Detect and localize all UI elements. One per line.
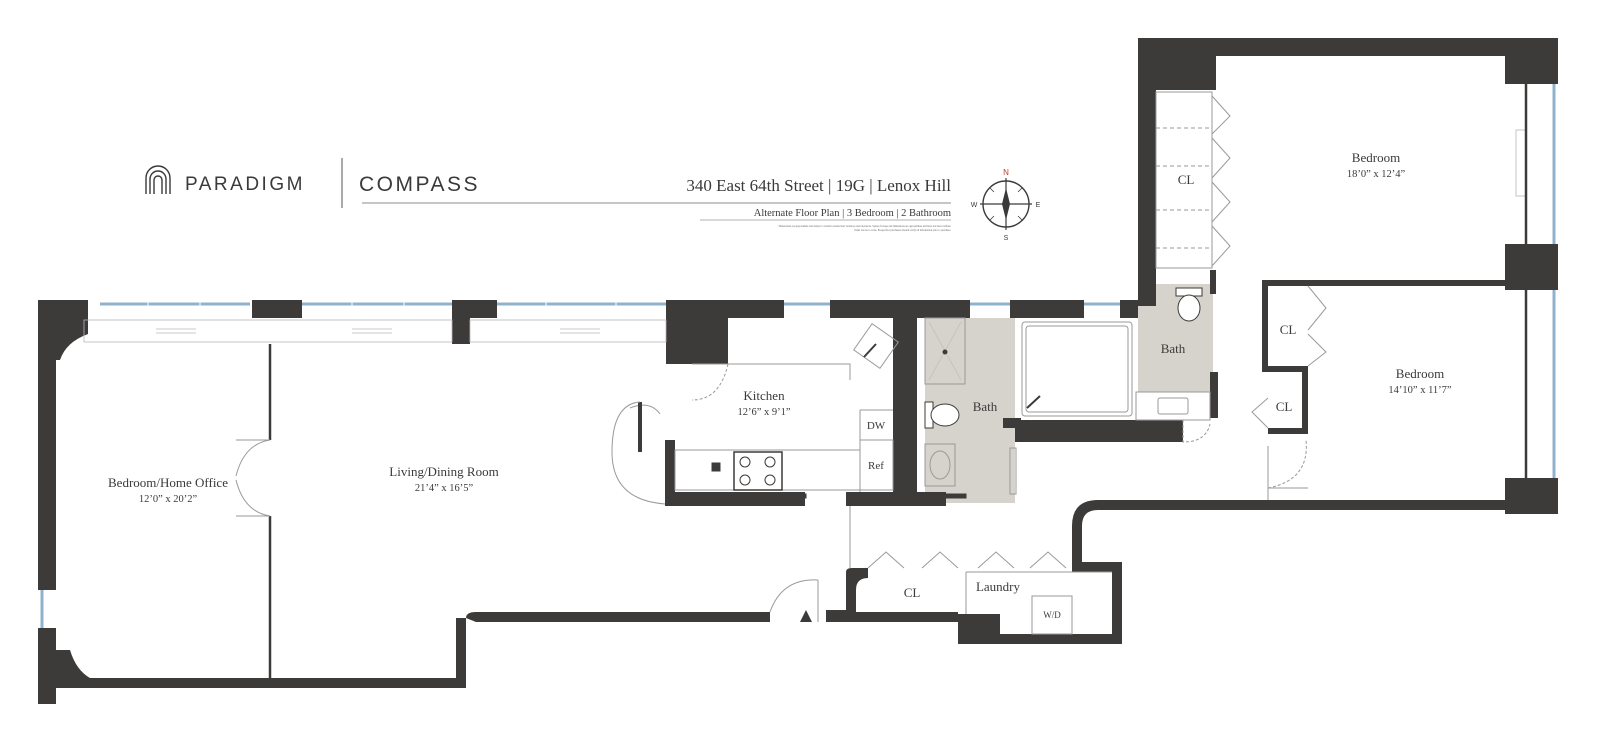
closet-hall-label: CL — [904, 585, 921, 600]
kitchen-fixtures — [674, 343, 967, 499]
washer-dryer-label: W/D — [1043, 610, 1061, 620]
compass-north: N — [1003, 168, 1009, 177]
closet-bedroom2-b-label: CL — [1276, 399, 1293, 414]
window-mullions — [147, 302, 617, 306]
room-bedroom1-name: Bedroom — [1352, 150, 1400, 165]
walls — [38, 38, 1558, 704]
thin-walls — [268, 84, 1528, 678]
room-bedroom2-dim: 14’10” x 11’7” — [1388, 385, 1452, 396]
refrigerator-label: Ref — [868, 460, 884, 472]
room-living-dim: 21’4” x 16’5” — [415, 483, 474, 494]
compass-south: S — [1004, 235, 1009, 242]
toilets — [924, 287, 1203, 429]
room-bedroom-office-name: Bedroom/Home Office — [108, 475, 228, 490]
paradigm-wordmark: PARADIGM — [185, 174, 305, 195]
office-doors — [235, 439, 271, 517]
disclaimer-line-2: Plans are not to scale. Prospective purc… — [855, 229, 952, 232]
room-living-name: Living/Dining Room — [389, 464, 498, 479]
paradigm-logo: PARADIGM — [145, 165, 305, 195]
washer-dryer — [1031, 595, 1073, 635]
room-bedroom2-name: Bedroom — [1396, 366, 1444, 381]
laundry-label: Laundry — [976, 579, 1021, 594]
room-bath2-name: Bath — [1161, 341, 1186, 356]
address-title: 340 East 64th Street | 19G | Lenox Hill — [686, 176, 951, 195]
compass-wordmark: COMPASS — [359, 173, 480, 196]
room-bath1-name: Bath — [973, 399, 998, 414]
room-bedroom-office-dim: 12’0” x 20’2” — [139, 494, 198, 505]
room-bedroom1-dim: 18’0” x 12’4” — [1347, 169, 1406, 180]
compass-rose: N S E W — [971, 168, 1041, 242]
closet-top-label: CL — [1178, 172, 1195, 187]
compass-west: W — [971, 202, 978, 209]
windows — [40, 84, 1556, 628]
plan-subtitle: Alternate Floor Plan | 3 Bedroom | 2 Bat… — [754, 208, 951, 219]
entry-arrow-icon — [800, 610, 812, 622]
compass-east: E — [1036, 202, 1041, 209]
window-sills — [83, 129, 1527, 343]
dishwasher-label: DW — [867, 420, 886, 432]
room-kitchen-name: Kitchen — [743, 388, 785, 403]
closet-bedroom2-a-label: CL — [1280, 322, 1297, 337]
disclaimer-line-1: Dimensions are approximate and subject t… — [779, 225, 952, 228]
room-kitchen-dim: 12’6” x 9’1” — [737, 407, 790, 418]
